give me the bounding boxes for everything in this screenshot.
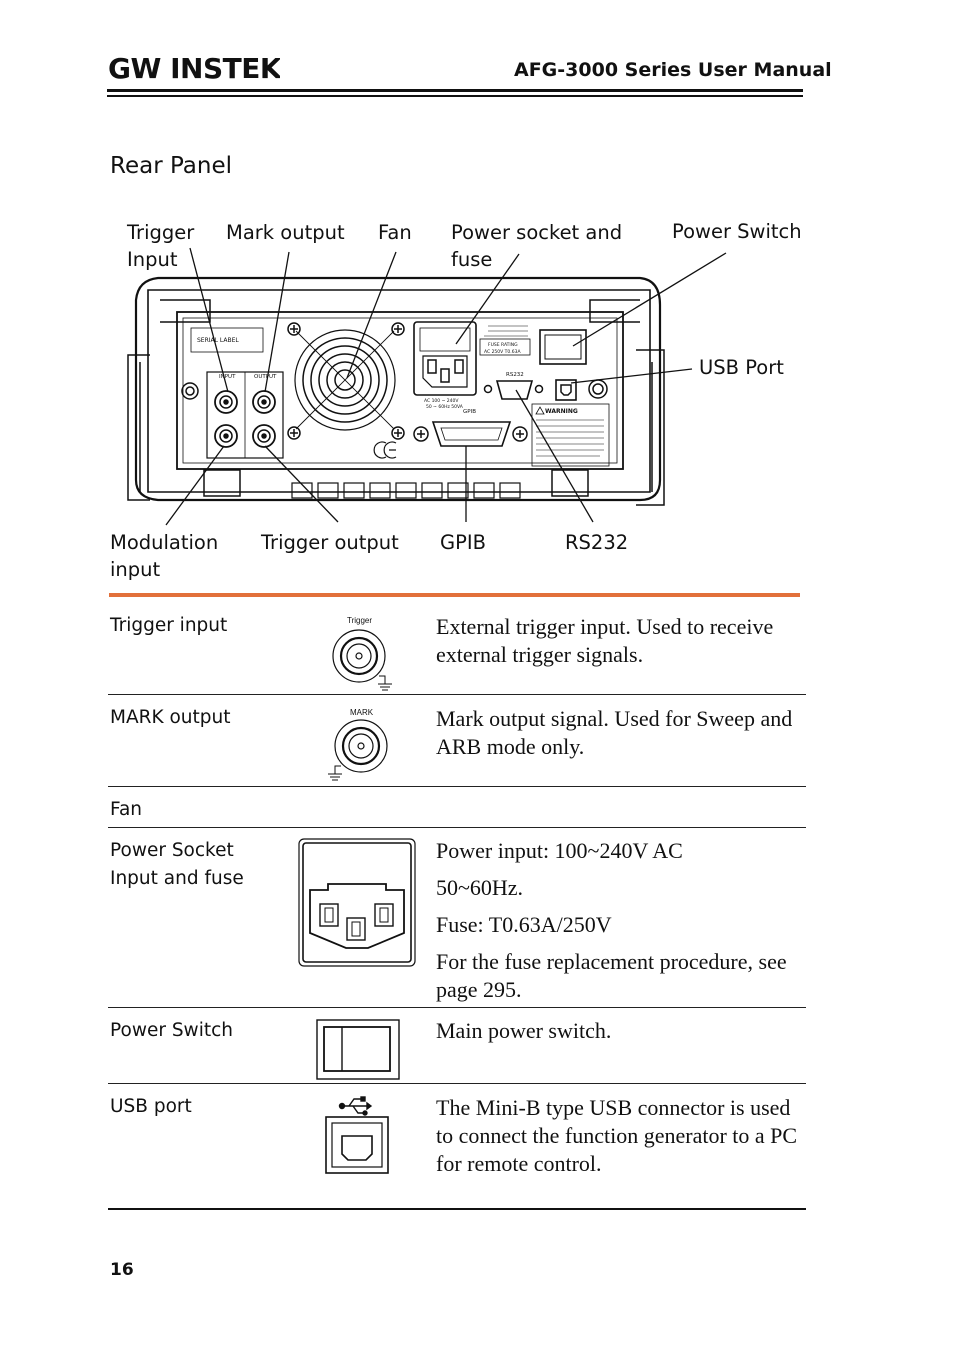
svg-text:OUTPUT: OUTPUT bbox=[254, 374, 277, 380]
manual-title: AFG-3000 Series User Manual bbox=[514, 59, 832, 81]
outer-bumper bbox=[134, 276, 662, 502]
left-handle bbox=[127, 354, 150, 501]
mark-output-bnc bbox=[252, 390, 276, 414]
bnc-block bbox=[206, 371, 284, 459]
svg-text:RS232: RS232 bbox=[506, 372, 524, 378]
row-desc-usb-port: The Mini-B type USB connector is used to… bbox=[436, 1095, 798, 1176]
row-desc-mark-output: Mark output signal. Used for Sweep and A… bbox=[436, 706, 793, 759]
ground-screw bbox=[588, 379, 608, 399]
row-desc-trigger-input: External trigger input. Used to receive … bbox=[436, 614, 774, 667]
gw-instek-logo: GW INSTEK bbox=[108, 52, 283, 87]
leader-lines bbox=[165, 247, 727, 526]
svg-text:50 ~ 60Hz 50VA: 50 ~ 60Hz 50VA bbox=[426, 404, 464, 410]
row-name-mark-output: MARK output bbox=[110, 707, 231, 728]
modulation-input-bnc bbox=[214, 424, 238, 448]
callout-trigger-input: Trigger Input bbox=[127, 221, 195, 271]
svg-text:SERIAL LABEL: SERIAL LABEL bbox=[197, 337, 239, 344]
section-divider bbox=[109, 593, 800, 597]
callout-usb-port: USB Port bbox=[699, 356, 784, 379]
svg-text:INPUT: INPUT bbox=[219, 374, 236, 380]
bnc-connector-icon: MARK bbox=[328, 708, 388, 781]
rs232-port bbox=[495, 380, 534, 400]
row-divider bbox=[108, 1007, 806, 1008]
table-bottom-rule bbox=[108, 1208, 806, 1210]
power-socket bbox=[413, 321, 477, 396]
svg-text:AC 250V T0.63A: AC 250V T0.63A bbox=[484, 349, 521, 355]
callout-power-socket: Power socket and fuse bbox=[451, 221, 623, 271]
svg-text:GW INSTEK: GW INSTEK bbox=[108, 54, 280, 82]
callout-trigger-output: Trigger output bbox=[261, 531, 399, 554]
svg-text:FUSE RATING: FUSE RATING bbox=[488, 342, 518, 348]
row-desc-power-socket: Power input: 100~240V AC 50~60Hz. Fuse: … bbox=[436, 838, 787, 1002]
bnc-connector-icon: Trigger bbox=[332, 616, 392, 691]
trigger-output-bnc bbox=[252, 424, 276, 448]
row-divider bbox=[108, 827, 806, 828]
fan bbox=[287, 322, 405, 440]
row-divider bbox=[108, 1083, 806, 1084]
callout-rs232: RS232 bbox=[565, 531, 629, 554]
callout-modulation-input: Modulation input bbox=[110, 531, 219, 581]
screw bbox=[181, 382, 199, 400]
row-name-power-socket: Power Socket Input and fuse bbox=[110, 840, 244, 889]
callout-mark-output: Mark output bbox=[226, 221, 345, 244]
inner-panel bbox=[176, 311, 624, 470]
usb-b-port-icon bbox=[325, 1096, 389, 1174]
callout-power-switch: Power Switch bbox=[672, 220, 802, 243]
row-desc-power-switch: Main power switch. bbox=[436, 1018, 612, 1043]
row-name-fan: Fan bbox=[110, 799, 143, 820]
power-socket-icon bbox=[298, 838, 416, 967]
row-divider bbox=[108, 786, 806, 787]
gpib-port bbox=[431, 421, 512, 447]
callout-fan: Fan bbox=[378, 221, 412, 244]
svg-text:WARNING: WARNING bbox=[545, 408, 578, 415]
usb-port bbox=[555, 379, 577, 401]
section-title: Rear Panel bbox=[110, 153, 233, 179]
svg-text:AC 100 ~ 240V: AC 100 ~ 240V bbox=[424, 398, 459, 404]
row-divider bbox=[108, 694, 806, 695]
trigger-input-bnc bbox=[214, 390, 238, 414]
page-number: 16 bbox=[110, 1260, 134, 1280]
row-name-power-switch: Power Switch bbox=[110, 1020, 233, 1041]
row-name-usb-port: USB port bbox=[110, 1096, 192, 1117]
row-name-trigger-input: Trigger input bbox=[110, 615, 228, 636]
callout-gpib: GPIB bbox=[440, 531, 486, 554]
header-rule bbox=[107, 89, 803, 97]
svg-text:Trigger: Trigger bbox=[347, 616, 372, 625]
power-switch-icon bbox=[316, 1019, 400, 1080]
power-switch bbox=[539, 329, 587, 365]
svg-text:GPIB: GPIB bbox=[463, 409, 476, 415]
right-handle bbox=[636, 349, 665, 506]
svg-text:MARK: MARK bbox=[350, 708, 374, 717]
